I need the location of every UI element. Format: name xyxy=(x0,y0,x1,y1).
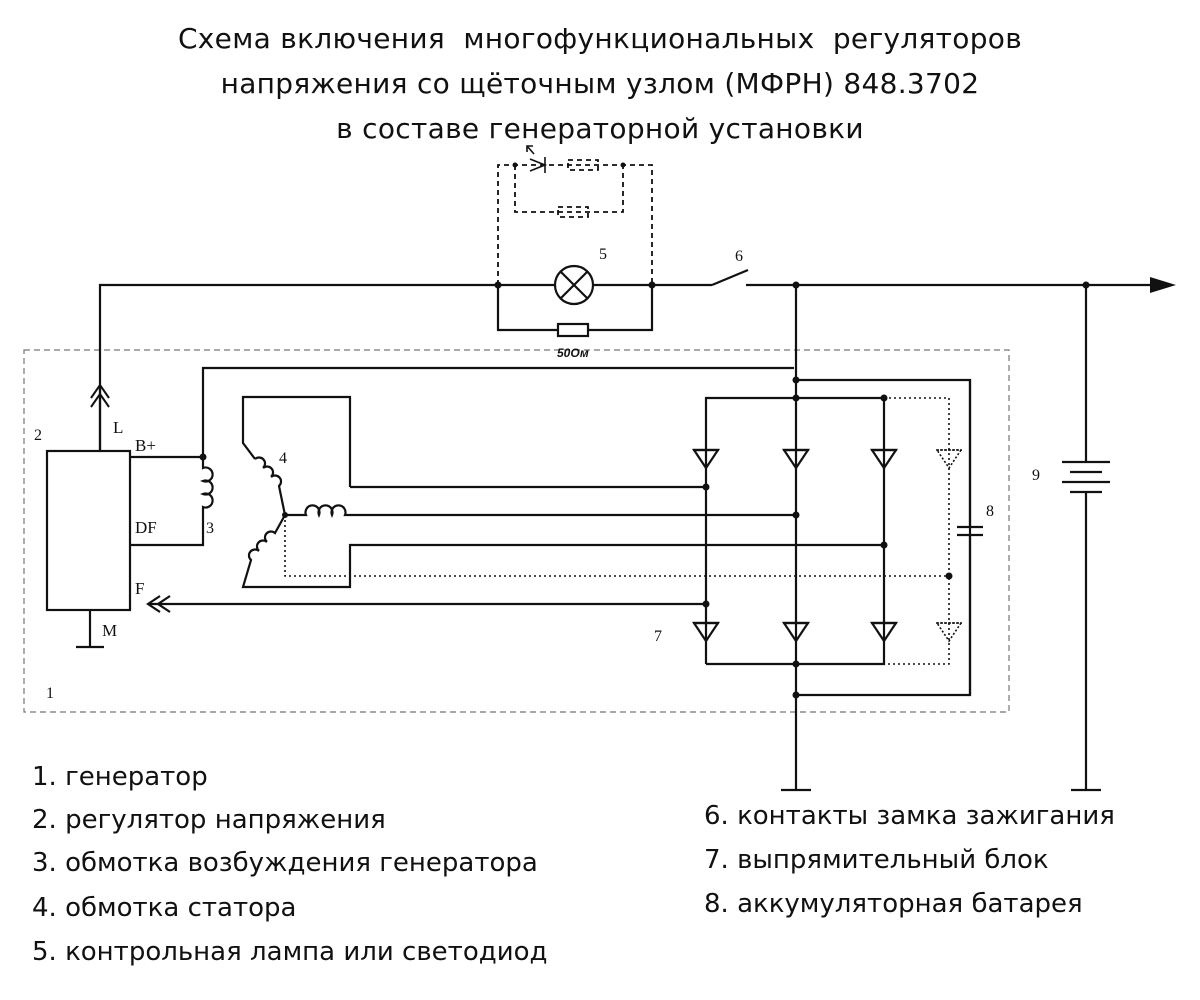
rectifier-block xyxy=(704,285,972,790)
lamp-icon xyxy=(553,264,595,306)
f-wire xyxy=(146,595,706,613)
legend-item-1: 1. генератор xyxy=(32,762,208,792)
legend-item-4: 4. обмотка статора xyxy=(32,893,297,923)
led-option-dashed xyxy=(497,159,653,285)
callout-9: 9 xyxy=(1032,467,1040,484)
terminal-l: L xyxy=(113,418,123,437)
title-line-1: Схема включения многофункциональных регу… xyxy=(177,22,1023,55)
callout-8: 8 xyxy=(986,503,994,520)
title-line-2: напряжения со щёточным узлом (МФРН) 848.… xyxy=(220,67,980,100)
callout-4: 4 xyxy=(279,450,287,467)
generator-boundary xyxy=(23,349,1010,713)
capacitor xyxy=(957,380,983,695)
callout-2: 2 xyxy=(34,427,42,444)
legend-item-7: 7. выпрямительный блок xyxy=(704,845,1049,875)
stator-winding xyxy=(241,395,884,589)
ignition-switch xyxy=(711,268,749,287)
title-line-3: в составе генераторной установки xyxy=(336,112,864,145)
callout-3: 3 xyxy=(206,520,214,537)
legend-item-3: 3. обмотка возбуждения генератора xyxy=(32,848,538,878)
field-winding xyxy=(130,366,794,547)
resistor-label: 50Ом xyxy=(557,346,589,360)
legend-item-2: 2. регулятор напряжения xyxy=(32,805,386,835)
legend-item-5: 5. контрольная лампа или светодиод xyxy=(32,937,548,967)
neutral-dotted xyxy=(284,515,949,577)
terminal-df: DF xyxy=(135,518,157,537)
resistor-bypass xyxy=(496,285,654,338)
terminal-b-plus: B+ xyxy=(135,436,156,455)
callout-5: 5 xyxy=(599,246,607,263)
voltage-regulator xyxy=(45,449,132,612)
led-icon xyxy=(526,145,548,173)
m-ground xyxy=(76,610,104,649)
callout-7: 7 xyxy=(654,628,662,645)
callout-6: 6 xyxy=(735,248,743,265)
legend-item-6: 6. контакты замка зажигания xyxy=(704,801,1115,831)
terminal-f: F xyxy=(135,579,144,598)
battery xyxy=(1062,285,1110,792)
legend-item-8: 8. аккумуляторная батарея xyxy=(704,889,1083,919)
output-arrow xyxy=(1150,277,1176,293)
callout-1: 1 xyxy=(46,685,54,702)
terminal-m: M xyxy=(102,621,117,640)
